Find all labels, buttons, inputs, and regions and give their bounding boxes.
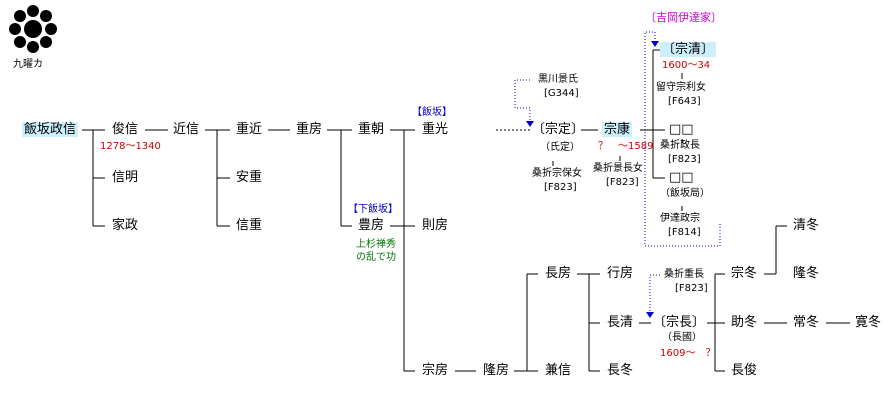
person-muneyasu: 宗康: [602, 122, 633, 137]
person-chikanobu: 近信: [173, 122, 200, 137]
person-nagafuyu: 長冬: [607, 363, 634, 378]
person-munesada: 〔宗定〕: [532, 122, 585, 137]
person-kori-shigenaga: 桑折重長: [664, 269, 704, 280]
person-masanobu: 飯坂政信: [22, 122, 79, 137]
person-munekiyo: 〔宗清〕: [660, 42, 717, 57]
ref-munesada-spouse: [F823]: [544, 182, 577, 193]
spouse-munesada: 桑折宗保女: [532, 168, 582, 179]
years-munenaga: 1609〜 ？: [660, 348, 716, 359]
person-munefusa: 宗房: [422, 363, 449, 378]
person-nagafusa: 長房: [545, 266, 572, 281]
person-unknown-daughter-2: □□: [669, 170, 694, 185]
crest-label: 九曜カ: [13, 59, 43, 70]
person-kurokawa: 黒川景氏: [538, 74, 578, 85]
person-yasushige: 安重: [236, 170, 263, 185]
person-shigetomo: 重朝: [358, 122, 385, 137]
alias-munenaga: （長國）: [662, 332, 702, 343]
years-toshinobu: 1278〜1340: [100, 141, 161, 152]
person-yukifusa: 行房: [607, 266, 634, 281]
alias-munesada: （氏定）: [540, 142, 580, 153]
spouse-munekiyo: 留守宗利女: [656, 82, 706, 93]
ref-kori-shigenaga: [F823]: [675, 283, 708, 294]
branch-label-shimo-iizaka: 【下飯坂】: [348, 204, 398, 215]
person-kenshin: 兼信: [545, 363, 572, 378]
ref-muneyasu-spouse: [F823]: [606, 177, 639, 188]
person-nobushige: 信重: [236, 218, 263, 233]
person-sukefuyu: 助冬: [731, 315, 758, 330]
spouse-unknown-1: 桑折政長: [660, 140, 700, 151]
person-unknown-daughter-1: □□: [669, 122, 694, 137]
person-nagatoshi: 長俊: [731, 363, 758, 378]
kuyo-crest-icon: [8, 4, 60, 56]
person-toshinobu: 俊信: [112, 122, 139, 137]
person-shigemitsu: 重光: [422, 122, 449, 137]
ref-kurokawa: [G344]: [544, 88, 579, 99]
person-norifusa: 則房: [422, 218, 449, 233]
person-munefuyu: 宗冬: [731, 266, 758, 281]
branch-label-iizaka: 【飯坂】: [412, 107, 452, 118]
person-nagakiyo: 長清: [607, 315, 634, 330]
ref-unknown-1: [F823]: [668, 154, 701, 165]
branch-label-yoshioka-date: 〔吉岡伊達家〕: [645, 11, 722, 24]
person-iemasa: 家政: [112, 218, 139, 233]
spouse-muneyasu: 桑折景長女: [593, 163, 643, 174]
alias-unknown-2: （飯坂局）: [660, 188, 710, 199]
person-toyofusa: 豊房: [358, 218, 385, 233]
person-hirofuyu: 寛冬: [855, 315, 882, 330]
person-tsunefuyu: 常冬: [793, 315, 820, 330]
person-shigechika: 重近: [236, 122, 263, 137]
note-toyofusa-line1: 上杉禅秀: [356, 239, 396, 250]
spouse-unknown-2: 伊達政宗: [660, 213, 700, 224]
person-nobuaki: 信明: [112, 170, 139, 185]
person-kiyofuyu: 清冬: [793, 218, 820, 233]
person-takafusa: 隆房: [483, 363, 510, 378]
person-munenaga: 〔宗長〕: [653, 315, 706, 330]
person-shigefusa: 重房: [296, 122, 323, 137]
years-muneyasu: ？ 〜1589: [598, 141, 654, 152]
person-takafuyu: 隆冬: [793, 266, 820, 281]
ref-unknown-2: [F814]: [668, 227, 701, 238]
years-munekiyo: 1600〜34: [662, 60, 711, 71]
ref-munekiyo: [F643]: [668, 96, 701, 107]
note-toyofusa-line2: の乱で功: [356, 252, 396, 263]
